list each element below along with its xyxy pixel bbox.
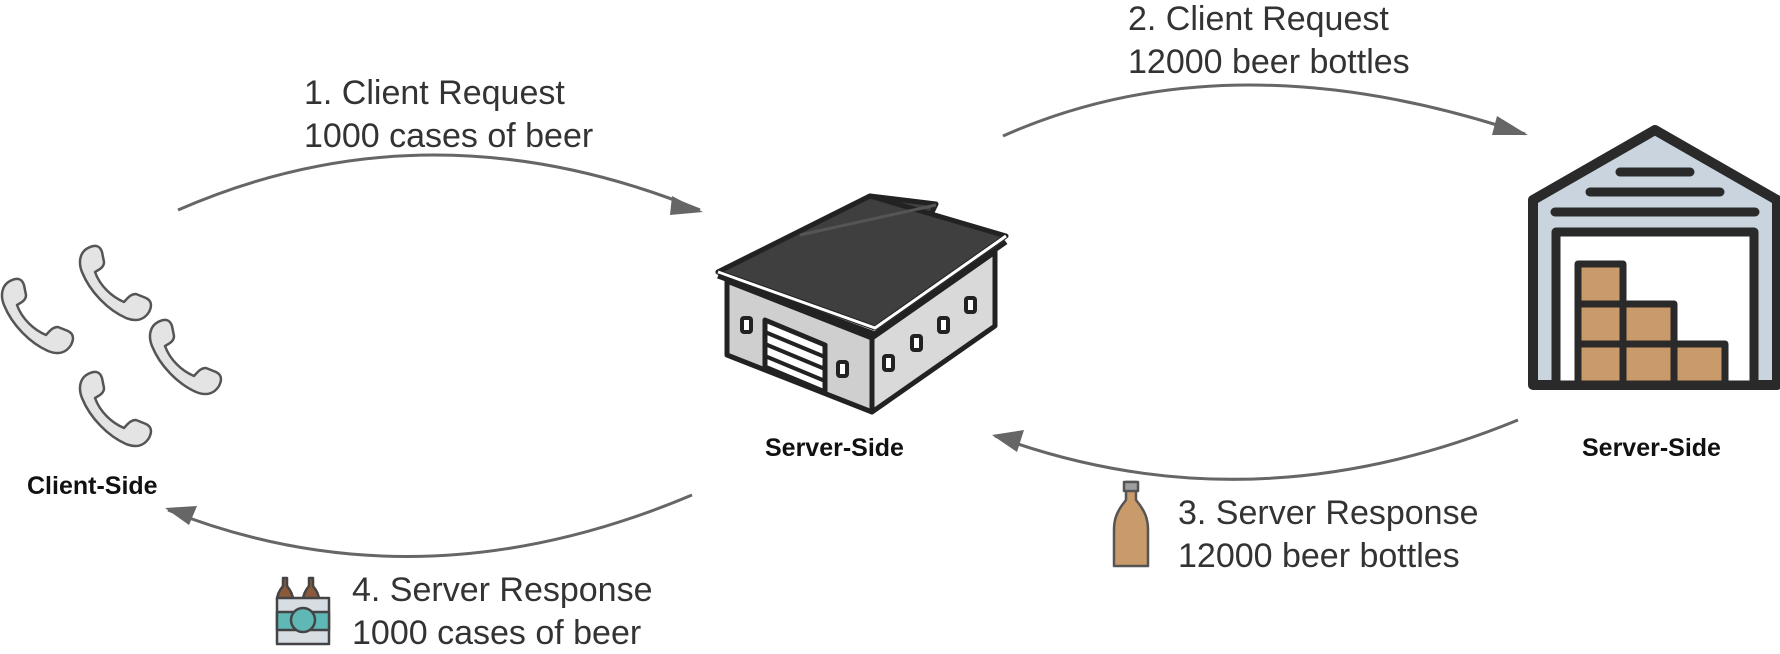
arrow-head-3: [992, 430, 1024, 452]
step-1-title: 1. Client Request: [304, 74, 565, 112]
arrow-head-1: [670, 196, 703, 215]
step-2-detail: 12000 beer bottles: [1128, 43, 1410, 81]
storage-warehouse-icon: [1528, 125, 1780, 390]
step-3-detail: 12000 beer bottles: [1178, 537, 1460, 575]
beer-bottle-icon: [1112, 480, 1150, 568]
phone-icon: [78, 370, 153, 448]
phone-icon: [148, 318, 223, 396]
server-side-right-label: Server-Side: [1582, 434, 1721, 462]
arrow-client-request-1: [177, 153, 701, 212]
phone-icon: [78, 244, 153, 322]
phone-icon: [0, 277, 75, 355]
arrow-server-response-3: [994, 418, 1519, 481]
arrow-head-4: [165, 506, 197, 525]
arrow-server-response-4: [167, 493, 693, 559]
step-2-title: 2. Client Request: [1128, 0, 1389, 38]
server-side-middle-label: Server-Side: [765, 434, 904, 462]
step-3-label: 3. Server Response 12000 beer bottles: [1178, 492, 1479, 578]
warehouse-building-icon: [715, 193, 1009, 415]
step-4-label: 4. Server Response 1000 cases of beer: [352, 569, 653, 654]
client-phones: [0, 244, 223, 448]
arrow-client-request-2: [1002, 83, 1526, 138]
client-side-label: Client-Side: [27, 472, 158, 500]
step-1-label: 1. Client Request 1000 cases of beer: [304, 72, 593, 158]
step-4-title: 4. Server Response: [352, 571, 653, 609]
step-4-detail: 1000 cases of beer: [352, 614, 642, 652]
step-3-title: 3. Server Response: [1178, 494, 1479, 532]
beer-case-icon: [275, 576, 331, 646]
step-2-label: 2. Client Request 12000 beer bottles: [1128, 0, 1410, 84]
step-1-detail: 1000 cases of beer: [304, 117, 594, 155]
arrow-head-2: [1492, 116, 1528, 135]
stacked-boxes: [1574, 260, 1729, 388]
